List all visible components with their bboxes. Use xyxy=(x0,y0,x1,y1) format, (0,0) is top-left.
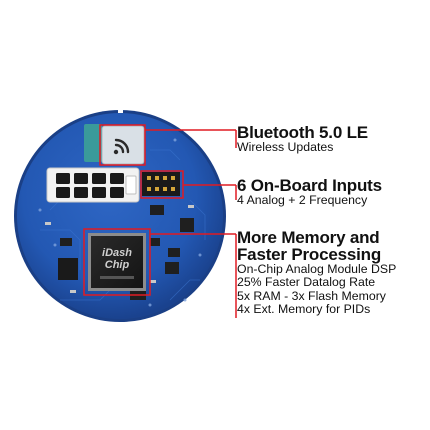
feature-detail: 4x Ext. Memory for PIDs xyxy=(237,302,371,317)
callout-lines xyxy=(83,124,237,318)
feature-detail: 25% Faster Datalog Rate xyxy=(237,275,376,290)
wifi-icon xyxy=(113,138,130,155)
feature-detail: 4 Analog + 2 Frequency xyxy=(237,193,368,207)
chip-logo-line1: iDash xyxy=(102,247,132,259)
feature-memory: More Memory and Faster Processing On-Chi… xyxy=(237,229,396,317)
chip-logo-line2: Chip xyxy=(105,259,130,271)
feature-title: 6 On-Board Inputs xyxy=(237,176,382,195)
input-header xyxy=(142,172,180,196)
feature-bluetooth: Bluetooth 5.0 LE Wireless Updates xyxy=(237,124,368,154)
feature-title: Faster Processing xyxy=(237,245,381,264)
feature-detail: Wireless Updates xyxy=(237,140,334,154)
feature-detail: 5x RAM - 3x Flash Memory xyxy=(237,288,386,303)
feature-title: More Memory and xyxy=(237,228,380,247)
feature-title: Bluetooth 5.0 LE xyxy=(237,123,368,142)
feature-inputs: 6 On-Board Inputs 4 Analog + 2 Frequency xyxy=(237,177,382,207)
main-chip: iDash Chip xyxy=(88,233,146,291)
main-connector xyxy=(46,167,140,203)
feature-detail: On-Chip Analog Module DSP xyxy=(237,262,397,276)
bluetooth-module xyxy=(84,124,145,165)
